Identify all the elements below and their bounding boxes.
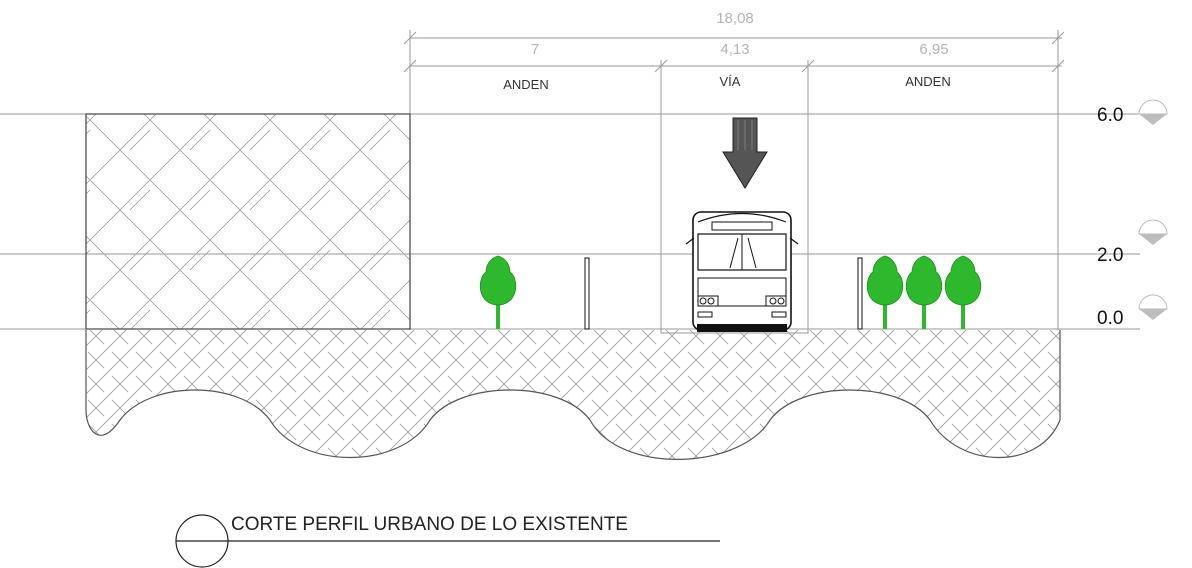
left-zone-label: ANDEN (503, 77, 549, 92)
existing-building (85, 113, 411, 330)
level-marker-icon (1138, 294, 1168, 320)
left-anden-dimension-label: 7 (531, 41, 539, 58)
center-zone-label: VÍA (720, 74, 741, 89)
tree-icon (944, 255, 982, 329)
right-anden-dimension-label: 6,95 (919, 41, 948, 58)
total-dimension-label: 18,08 (716, 10, 754, 27)
tree-icon (866, 255, 904, 329)
right-zone-label: ANDEN (905, 74, 951, 89)
level-marker-icon (1138, 219, 1168, 245)
tree-icon (479, 255, 517, 329)
ground-section (85, 330, 1061, 460)
via-dimension-label: 4,13 (720, 41, 749, 58)
section-title: CORTE PERFIL URBANO DE LO EXISTENTE (231, 514, 628, 535)
level-marker-icon (1138, 99, 1168, 125)
down-arrow-icon (722, 117, 768, 189)
right-pole (857, 257, 863, 330)
level-label-top: 6.0 (1097, 105, 1123, 126)
left-pole (584, 257, 590, 330)
level-label-ground: 0.0 (1097, 308, 1123, 329)
via-outline (660, 113, 809, 334)
bus-icon (685, 211, 799, 332)
trees-group (479, 255, 982, 329)
level-label-middle: 2.0 (1097, 245, 1123, 266)
tree-icon (905, 255, 943, 329)
section-title-block (175, 514, 720, 568)
